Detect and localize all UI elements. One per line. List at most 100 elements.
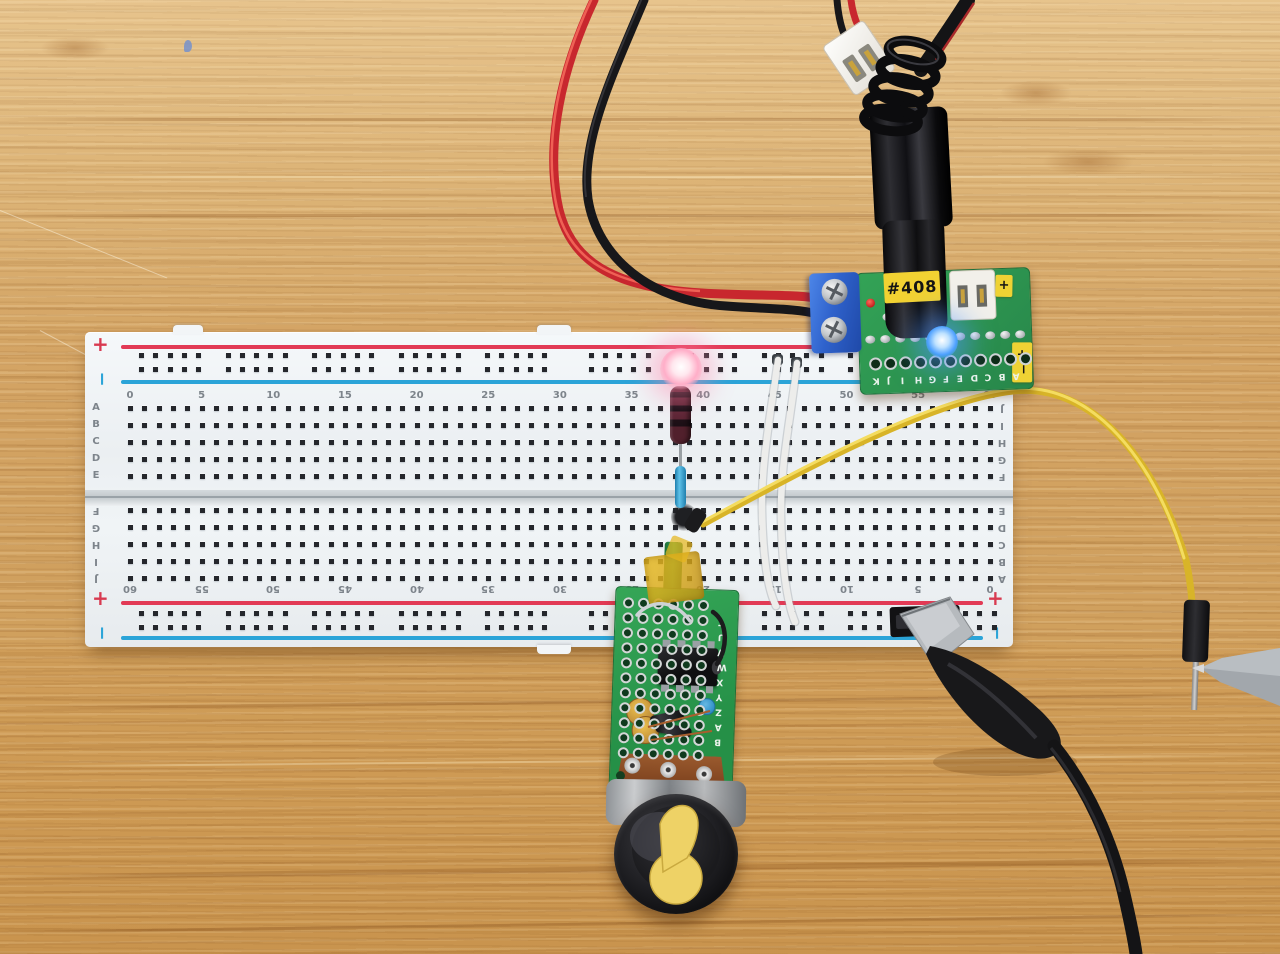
bb-hole	[844, 576, 850, 581]
bottom-rail-negative-line	[121, 636, 983, 640]
potentiometer-knob	[614, 794, 738, 914]
bb-hole	[629, 508, 635, 513]
bb-hole	[944, 542, 950, 547]
bb-hole	[772, 423, 778, 428]
bb-hole	[199, 457, 205, 462]
bb-hole	[887, 406, 893, 411]
bb-hole	[959, 576, 965, 581]
bb-rail-hole	[455, 353, 461, 358]
bb-hole	[830, 542, 836, 547]
bb-hole	[156, 440, 162, 445]
bb-hole	[142, 474, 148, 479]
bb-col-label: 40	[409, 583, 424, 594]
jst-contact	[979, 288, 985, 303]
bb-hole	[185, 508, 191, 513]
bb-hole	[514, 576, 520, 581]
bb-hole	[156, 542, 162, 547]
white-jumper-socket	[791, 357, 802, 368]
bb-hole	[830, 423, 836, 428]
bb-col-label: 55	[194, 583, 209, 594]
bb-hole	[686, 440, 692, 445]
bb-rail-hole	[790, 625, 796, 630]
plated-hole	[619, 687, 632, 699]
bb-rail-hole	[527, 367, 533, 372]
bb-hole	[357, 525, 363, 530]
bb-rail-hole	[703, 353, 709, 358]
bb-hole	[314, 406, 320, 411]
bb-hole	[758, 525, 764, 530]
bb-hole	[156, 474, 162, 479]
bb-hole	[758, 542, 764, 547]
bb-hole	[973, 559, 979, 564]
bb-hole	[715, 474, 721, 479]
bb-hole	[471, 559, 477, 564]
bb-hole	[457, 542, 463, 547]
bb-hole	[213, 576, 219, 581]
bb-hole	[572, 508, 578, 513]
bb-rail-hole	[542, 367, 548, 372]
bb-hole	[543, 525, 549, 530]
bb-hole	[185, 559, 191, 564]
bb-hole	[185, 542, 191, 547]
bb-hole	[629, 440, 635, 445]
bb-hole	[414, 508, 420, 513]
bb-row-label: G	[997, 454, 1007, 465]
bb-hole	[572, 406, 578, 411]
bb-hole	[170, 423, 176, 428]
solder-pad	[970, 331, 981, 341]
bb-hole	[643, 406, 649, 411]
bb-col-label: 60	[982, 390, 997, 401]
bb-hole	[729, 406, 735, 411]
bb-rail-hole	[775, 611, 781, 616]
bb-hole	[658, 440, 664, 445]
bb-hole	[973, 440, 979, 445]
bb-hole	[916, 423, 922, 428]
pin-header-slot	[939, 612, 955, 628]
bb-hole	[529, 559, 535, 564]
bb-hole	[930, 423, 936, 428]
bb-hole	[529, 508, 535, 513]
bb-hole	[701, 508, 707, 513]
bb-hole	[944, 440, 950, 445]
bb-hole	[686, 457, 692, 462]
bb-rail-hole	[761, 625, 767, 630]
pin-header	[889, 604, 961, 638]
bb-row-label: E	[92, 470, 100, 481]
bb-hole	[457, 457, 463, 462]
bb-hole	[471, 508, 477, 513]
bb-hole	[400, 423, 406, 428]
bb-hole	[944, 423, 950, 428]
bb-hole	[758, 508, 764, 513]
bb-rail-hole	[239, 367, 245, 372]
bb-rail-hole	[254, 353, 260, 358]
dc-plug-body	[868, 106, 954, 230]
bb-row-label: E	[998, 505, 1006, 516]
bb-hole	[772, 406, 778, 411]
bb-hole	[901, 457, 907, 462]
bb-hole	[701, 440, 707, 445]
plated-hole	[636, 627, 649, 640]
wood-knot	[40, 36, 110, 60]
bb-rail-hole	[963, 625, 969, 630]
bb-hole	[314, 525, 320, 530]
bb-hole	[744, 559, 750, 564]
bb-hole	[514, 406, 520, 411]
bb-hole	[256, 525, 262, 530]
bb-hole	[471, 440, 477, 445]
bb-hole	[357, 559, 363, 564]
bb-hole	[170, 457, 176, 462]
bb-hole	[142, 576, 148, 581]
bb-col-label: 20	[409, 390, 424, 401]
bb-hole	[185, 440, 191, 445]
bb-hole	[428, 474, 434, 479]
bb-rail-hole	[282, 353, 288, 358]
bb-hole	[199, 474, 205, 479]
bb-hole	[557, 457, 563, 462]
bb-hole	[385, 576, 391, 581]
bb-hole	[772, 542, 778, 547]
bb-hole	[242, 457, 248, 462]
bb-rail-hole	[761, 367, 767, 372]
bb-col-label: 10	[266, 390, 281, 401]
bb-hole	[285, 542, 291, 547]
bb-rail-hole	[455, 367, 461, 372]
